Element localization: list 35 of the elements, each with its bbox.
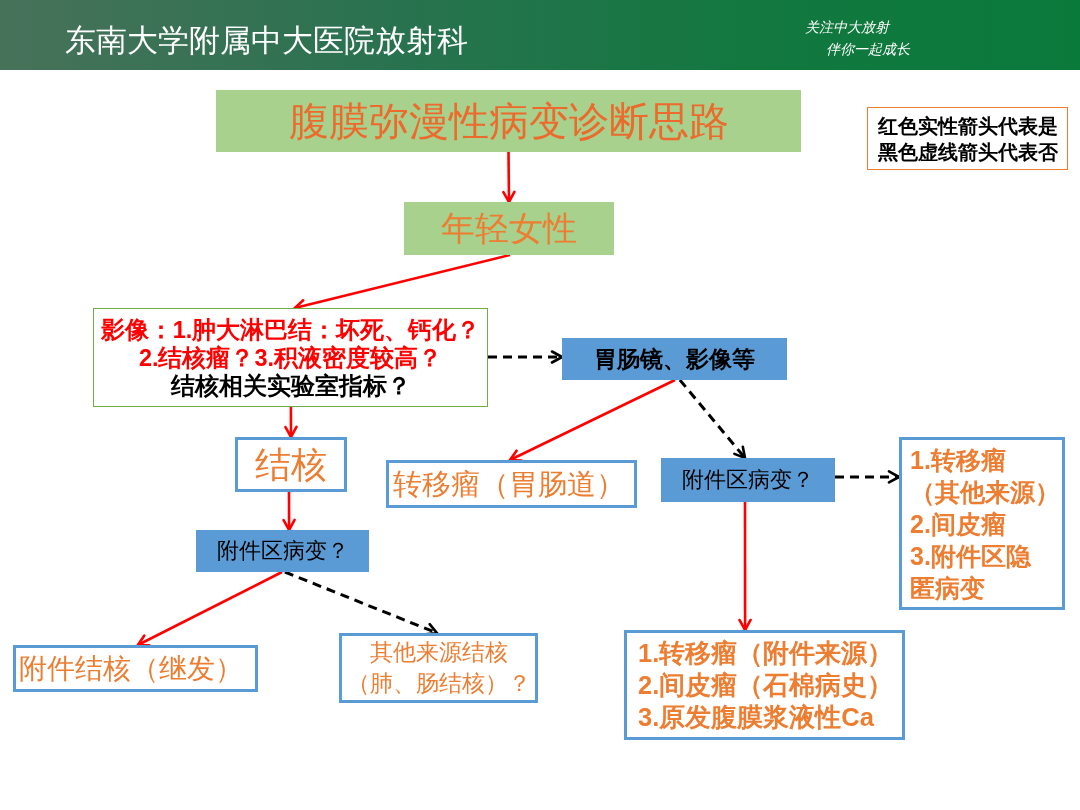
list-item: 3.原发腹膜浆液性Ca	[638, 702, 875, 733]
header-title: 东南大学附属中大医院放射科	[65, 22, 468, 59]
findings-box	[93, 308, 488, 407]
question-text: 结核相关实验室指标？	[169, 371, 412, 400]
decision-box: 附件区病变？	[196, 530, 369, 572]
arrow	[136, 570, 283, 647]
slogan-text: 伴你一起成长	[826, 41, 910, 58]
result-box: 结核	[235, 437, 347, 492]
title-box: 腹膜弥漫性病变诊断思路	[216, 90, 801, 152]
result-box: 附件结核（继发）	[13, 645, 258, 692]
note-box	[867, 107, 1068, 170]
arrow	[284, 407, 298, 439]
list-item: 1.转移瘤（附件来源）	[638, 638, 895, 669]
arrow	[488, 350, 564, 364]
note-line: 黑色虚线箭头代表否	[876, 139, 1059, 165]
arrow	[835, 470, 901, 484]
arrow	[738, 502, 752, 632]
arrow	[508, 378, 676, 462]
slogan-text: 关注中大放射	[805, 19, 889, 36]
list-item: 2.间皮瘤（石棉病史）	[638, 670, 895, 701]
start-box: 年轻女性	[404, 202, 614, 255]
list-item: 3.附件区隐匿病变	[910, 540, 1033, 604]
list-item: 1.转移瘤（其他来源）	[910, 444, 1061, 508]
arrow	[502, 152, 516, 204]
note-line: 红色实性箭头代表是	[876, 113, 1059, 139]
list-item: 2.间皮瘤	[910, 508, 1007, 540]
process-box: 胃肠镜、影像等	[562, 338, 787, 380]
result-box: 转移瘤（胃肠道）	[386, 460, 637, 508]
result-box	[899, 437, 1065, 610]
arrow	[678, 379, 747, 460]
finding-text: 影像：1.肿大淋巴结：坏死、钙化？2.结核瘤？3.积液密度较高？	[100, 315, 481, 372]
result-box	[624, 630, 905, 740]
result-box: 其他来源结核（肺、肠结核）？	[339, 633, 538, 703]
decision-box: 附件区病变？	[661, 458, 835, 502]
arrow	[282, 492, 296, 532]
